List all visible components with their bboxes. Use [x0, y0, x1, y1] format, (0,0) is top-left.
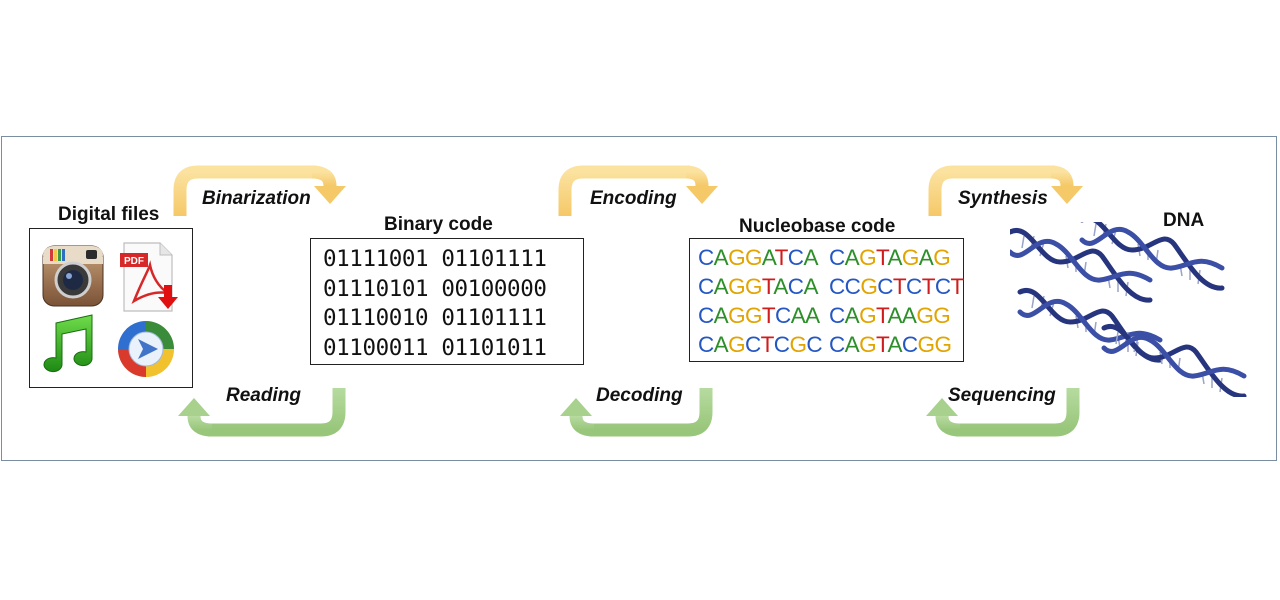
dna-strand-icon — [1010, 227, 1153, 303]
sequencing-arrow — [926, 388, 1080, 437]
step-encoding: Encoding — [590, 188, 677, 209]
instagram-icon — [42, 245, 104, 307]
digital-files-box: PDF — [29, 228, 193, 388]
pdf-download-icon: PDF — [120, 242, 178, 312]
music-note-icon — [43, 314, 93, 373]
binary-row: 01100011 01101011 — [323, 334, 547, 361]
nucleobase-sequence: CAGTACGG — [829, 332, 952, 357]
label-nucleobase-code: Nucleobase code — [739, 216, 896, 237]
step-decoding: Decoding — [596, 385, 683, 406]
label-dna: DNA — [1163, 210, 1205, 231]
nucleobase-row: CAGGATCA CAGTAGAG — [698, 243, 963, 272]
label-digital-files: Digital files — [58, 204, 160, 225]
step-reading: Reading — [226, 385, 301, 406]
binary-row: 01110010 01101111 — [323, 305, 547, 331]
nucleobase-sequence: CAGTAGAG — [829, 245, 951, 270]
binary-row: 01110101 00100000 — [323, 275, 547, 302]
decoding-arrow — [560, 388, 713, 437]
nucleobase-row: CAGGTCAA CAGTAAGG — [698, 301, 963, 330]
nucleobase-sequence: CAGGTCAA — [698, 303, 820, 328]
step-binarization: Binarization — [202, 188, 311, 209]
nucleobase-code-box: CAGGATCA CAGTAGAG CAGGTACA CCGCTCTCT CAGGT… — [689, 238, 964, 362]
nucleobase-sequence: CAGCTCGC — [698, 332, 823, 357]
dna-helix-icon — [1010, 222, 1250, 397]
nucleobase-sequence: CAGTAAGG — [829, 303, 951, 328]
diagram-frame — [1, 136, 1277, 461]
reading-arrow — [178, 388, 346, 437]
label-binary-code: Binary code — [384, 214, 493, 235]
synthesis-arrow — [928, 165, 1083, 216]
nucleobase-sequence: CAGGATCA — [698, 245, 818, 270]
media-player-icon — [118, 321, 174, 377]
binary-row: 01111001 01101111 — [323, 246, 547, 272]
nucleobase-sequence: CAGGTACA — [698, 274, 818, 299]
binarization-arrow — [173, 165, 346, 216]
binary-code-box: 01111001 01101111 01110101 00100000 0111… — [310, 238, 584, 365]
step-sequencing: Sequencing — [948, 385, 1056, 406]
nucleobase-row: CAGGTACA CCGCTCTCT — [698, 272, 964, 301]
encoding-arrow — [558, 165, 718, 216]
nucleobase-sequence: CCGCTCTCT — [829, 274, 964, 299]
step-synthesis: Synthesis — [958, 188, 1048, 209]
pdf-icon-label: PDF — [124, 256, 144, 267]
